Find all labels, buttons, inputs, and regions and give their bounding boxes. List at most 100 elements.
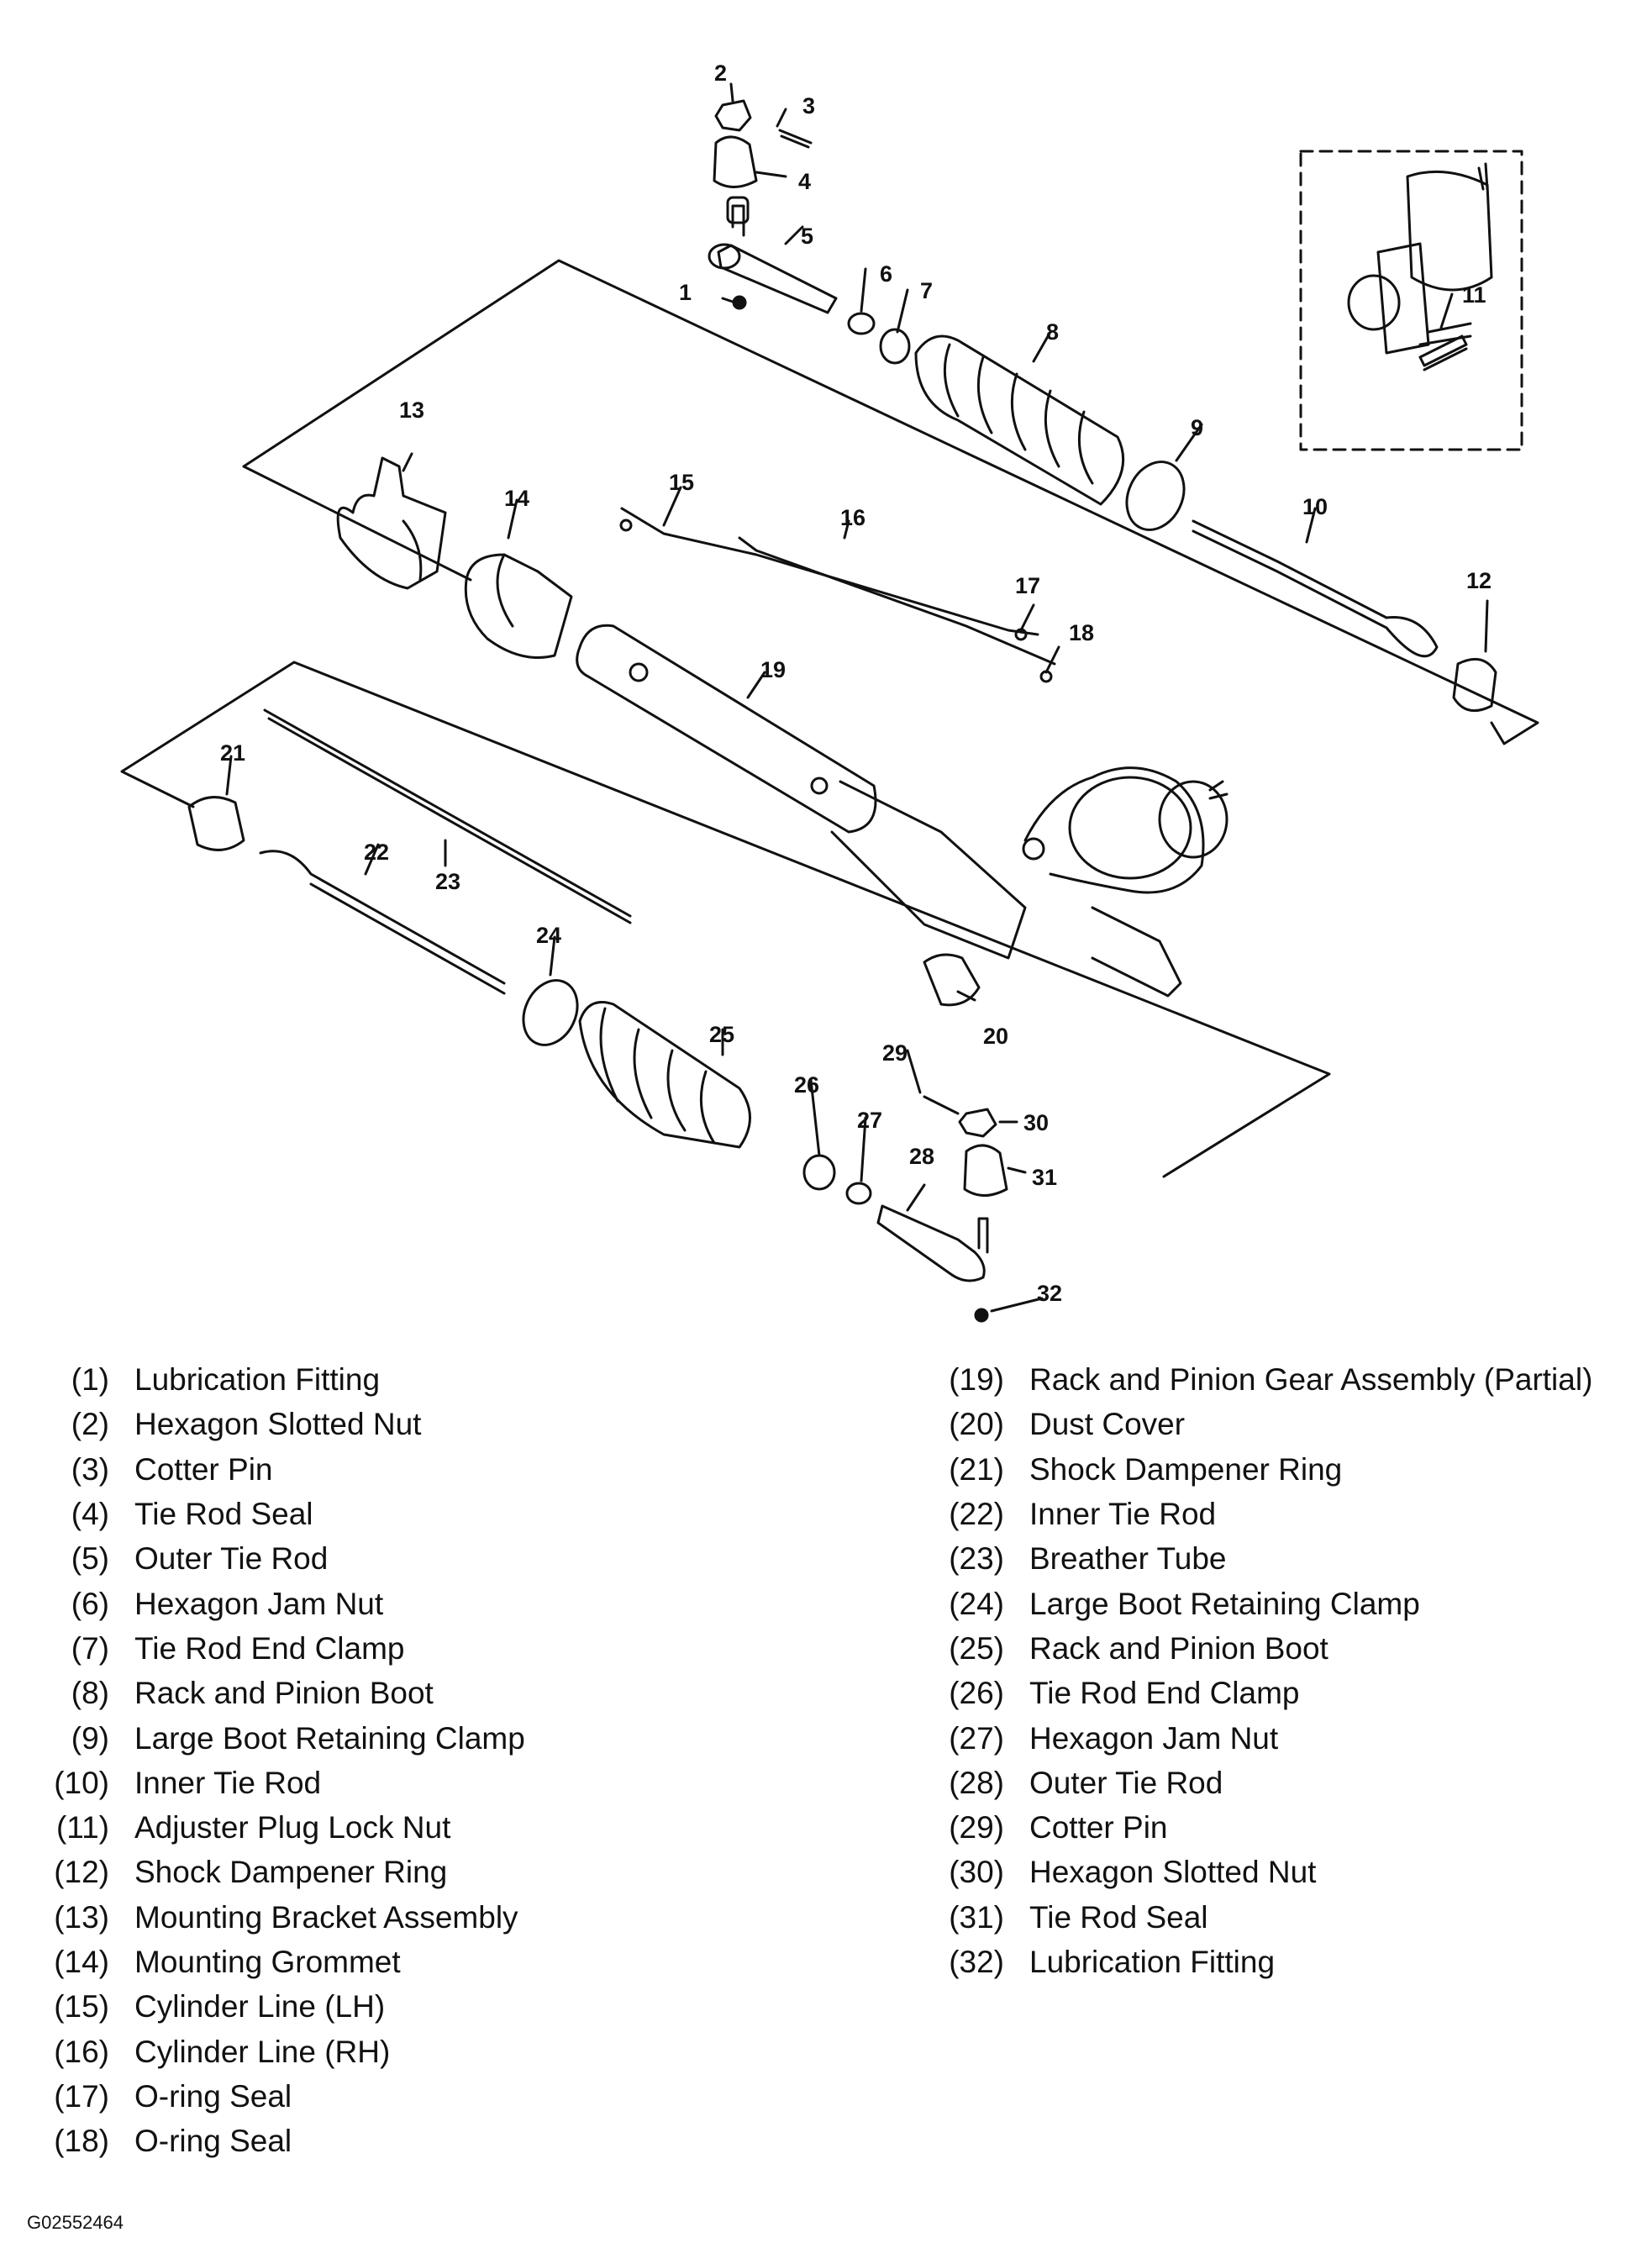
tie-rod-end-clamp-upper [879, 328, 911, 365]
callout-30: 30 [1023, 1110, 1049, 1135]
legend-item-name: Hexagon Jam Nut [1029, 1720, 1279, 1756]
legend-item: (26) Tie Rod End Clamp [920, 1671, 1592, 1715]
legend-item-name: Cotter Pin [1029, 1810, 1168, 1845]
legend-item-number: (18) [54, 2124, 109, 2159]
lube-fitting-lower [974, 1308, 989, 1323]
legend-item: (25) Rack and Pinion Boot [920, 1626, 1592, 1671]
legend-item-number: (31) [949, 1899, 1004, 1935]
legend-item: (27) Hexagon Jam Nut [920, 1715, 1592, 1760]
hex-jam-nut-lower [845, 1182, 872, 1205]
callout-labels: 1 2 3 4 5 6 7 8 9 10 11 12 13 14 15 16 1… [220, 61, 1492, 1306]
callout-3: 3 [802, 93, 815, 118]
outer-tie-rod-upper [708, 196, 838, 314]
adjuster-plug-lock-nut [1418, 334, 1468, 371]
callout-23: 23 [435, 869, 460, 894]
legend-item-name: Lubrication Fitting [1029, 1945, 1276, 1979]
legend-item-name: O-ring Seal [134, 2078, 292, 2114]
legend-item-number: (13) [54, 1899, 109, 1935]
upper-plane-outline [242, 259, 1539, 745]
legend-item-name: Rack and Pinion Boot [134, 1676, 434, 1711]
legend-item: (11)Adjuster Plug Lock Nut [25, 1805, 525, 1850]
callout-21: 21 [220, 740, 245, 766]
callout-24: 24 [536, 923, 561, 948]
large-boot-clamp-lower [522, 979, 579, 1046]
hex-slotted-nut-lower [958, 1108, 997, 1138]
legend-item-name: Tie Rod Seal [1029, 1899, 1208, 1935]
shock-dampener-ring-lower [187, 796, 245, 851]
inner-tie-rod-upper [1192, 519, 1388, 629]
legend-left-column: (1)Lubrication Fitting (2) Hexagon Slotted… [25, 1357, 525, 2163]
legend-item-name: Large Boot Retaining Clamp [1029, 1586, 1420, 1621]
legend-item: (17)O-ring Seal [25, 2074, 525, 2119]
legend-item-name: Dust Cover [1029, 1407, 1186, 1442]
legend-item-number: (2) [71, 1407, 109, 1442]
exploded-diagram: 1 2 3 4 5 6 7 8 9 10 11 12 13 14 15 16 1… [120, 61, 1539, 1323]
callout-17: 17 [1015, 573, 1040, 598]
legend-item: (18) O-ring Seal [25, 2119, 525, 2163]
cotter-pin-lower [923, 1095, 960, 1115]
legend-item-name: Hexagon Slotted Nut [134, 1407, 422, 1442]
legend-item-name: Tie Rod End Clamp [1029, 1676, 1300, 1711]
legend-item: (4)Tie Rod Seal [25, 1492, 525, 1536]
inset-box [1299, 150, 1523, 451]
legend-item: (29)Cotter Pin [920, 1805, 1592, 1850]
legend-item: (32) Lubrication Fitting [920, 1940, 1592, 1984]
dust-cover [923, 953, 981, 1007]
callout-32: 32 [1037, 1281, 1062, 1306]
legend-item: (22)Inner Tie Rod [920, 1492, 1592, 1536]
legend-item-name: Hexagon Slotted Nut [1029, 1855, 1317, 1890]
legend-item-name: Shock Dampener Ring [134, 1855, 448, 1890]
figure-id: G02552464 [27, 2212, 124, 2233]
legend-item: (14)Mounting Grommet [25, 1940, 525, 1984]
legend-item-name: Cylinder Line (RH) [134, 2034, 391, 2069]
legend-item: (9)Large Boot Retaining Clamp [25, 1715, 525, 1760]
legend-item: (24)Large Boot Retaining Clamp [920, 1581, 1592, 1625]
legend-item-name: Outer Tie Rod [134, 1541, 329, 1577]
legend-item-number: (21) [949, 1451, 1004, 1487]
legend-item-name: Inner Tie Rod [134, 1765, 322, 1800]
legend-item-number: (26) [949, 1676, 1004, 1711]
legend-item-name: Rack and Pinion Boot [1029, 1630, 1328, 1666]
mounting-bracket [336, 456, 447, 590]
legend-item-number: (10) [54, 1765, 109, 1800]
legend-item: (23)Breather Tube [920, 1536, 1592, 1581]
hex-slotted-nut-upper [714, 99, 752, 132]
rack-and-pinion-boot-lower [578, 1001, 751, 1149]
legend-item: (1)Lubrication Fitting [25, 1357, 525, 1402]
legend-item-number: (6) [71, 1586, 109, 1621]
legend-item-name: O-ring Seal [134, 2124, 292, 2159]
legend-item: (3)Cotter Pin [25, 1447, 525, 1492]
legend-item-number: (15) [54, 1989, 109, 2024]
hex-jam-nut-upper [847, 312, 876, 335]
legend-item: (2) Hexagon Slotted Nut [25, 1402, 525, 1446]
callout-6: 6 [880, 261, 892, 287]
large-boot-clamp-upper [1125, 461, 1186, 531]
legend-item-number: (22) [949, 1497, 1004, 1532]
callout-13: 13 [399, 398, 424, 423]
legend-item-number: (23) [949, 1541, 1004, 1577]
legend-item: (10) Inner Tie Rod [25, 1761, 525, 1805]
callout-14: 14 [504, 486, 529, 511]
callout-27: 27 [857, 1108, 882, 1133]
legend-item: (31) Tie Rod Seal [920, 1895, 1592, 1940]
callout-2: 2 [714, 61, 727, 86]
legend-item-number: (32) [949, 1945, 1004, 1979]
cylinder-line-rh [738, 536, 1056, 666]
callout-22: 22 [364, 840, 389, 865]
legend-item-number: (11) [55, 1810, 109, 1845]
legend-item-name: Mounting Grommet [134, 1945, 401, 1979]
shock-dampener-ring-upper [1452, 657, 1497, 713]
tie-rod-end-clamp-lower [802, 1154, 836, 1191]
legend-item-name: Mounting Bracket Assembly [134, 1899, 518, 1935]
callout-12: 12 [1466, 568, 1492, 593]
legend-item-number: (19) [949, 1362, 1004, 1398]
legend-item-number: (20) [949, 1407, 1004, 1442]
legend-item: (30)Hexagon Slotted Nut [920, 1850, 1592, 1894]
callout-4: 4 [798, 169, 811, 194]
callout-8: 8 [1046, 319, 1059, 345]
outer-tie-rod-lower [876, 1204, 986, 1282]
legend-item-number: (25) [949, 1630, 1004, 1666]
legend-item-number: (28) [949, 1765, 1004, 1800]
legend-item-number: (8) [71, 1676, 109, 1711]
legend-item-number: (27) [949, 1720, 1004, 1756]
